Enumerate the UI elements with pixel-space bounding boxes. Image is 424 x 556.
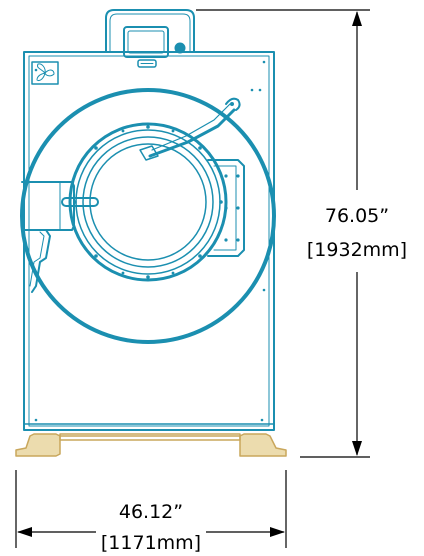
card-slot <box>137 59 157 68</box>
width-arrow-right <box>270 527 285 537</box>
width-arrow-left <box>17 527 32 537</box>
height-imperial-label: 76.05” <box>325 205 389 227</box>
handle-grip <box>61 197 99 207</box>
control-console <box>105 9 195 68</box>
machine-feet <box>15 433 287 457</box>
door-handle <box>21 181 99 293</box>
dimension-annotations <box>15 9 370 548</box>
width-dimension <box>15 470 287 548</box>
height-metric-label: [1932mm] <box>307 239 407 261</box>
height-arrow-down <box>352 441 362 456</box>
door-surround-outer <box>20 88 276 344</box>
width-metric-label: [1171mm] <box>101 532 201 554</box>
door-ring-outer <box>68 122 228 282</box>
control-knob <box>174 42 186 54</box>
door-glass <box>89 143 207 261</box>
width-imperial-label: 46.12” <box>119 501 183 523</box>
height-dimension <box>196 9 370 458</box>
spray-arm <box>139 97 241 161</box>
left-foot <box>15 433 61 457</box>
door-ring-bolts <box>73 125 223 279</box>
control-display <box>123 26 169 58</box>
base-rail <box>59 433 241 441</box>
height-arrow-up <box>352 11 362 26</box>
washer-machine <box>15 9 287 457</box>
right-foot <box>239 433 287 457</box>
fan-logo-icon <box>31 61 59 85</box>
cabinet-bolt-row <box>34 60 266 422</box>
door-ring-inner <box>82 136 214 268</box>
